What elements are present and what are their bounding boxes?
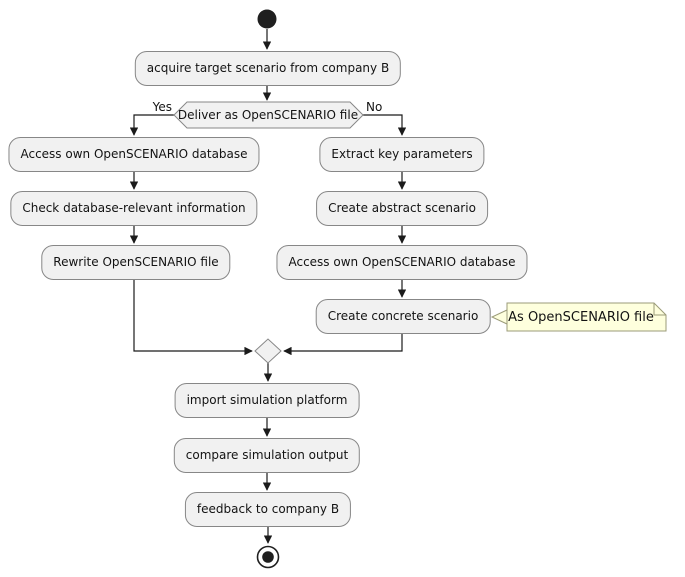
- decision-hexagon: [173, 101, 364, 129]
- activity-import-simulation-platform: import simulation platform: [174, 383, 360, 418]
- edge-right-to-merge: [283, 334, 403, 356]
- activity-acquire-scenario: acquire target scenario from company B: [134, 51, 402, 86]
- merge-diamond: [254, 338, 282, 364]
- activity-feedback-company-b: feedback to company B: [184, 492, 352, 527]
- flow-arrows: [129, 29, 407, 544]
- note-fold: [653, 303, 666, 316]
- activity-create-concrete-scenario: Create concrete scenario: [315, 299, 491, 334]
- start-node-icon: [257, 9, 277, 29]
- activity-access-database-left: Access own OpenSCENARIO database: [8, 137, 260, 172]
- decision-label: Deliver as OpenSCENARIO file: [177, 108, 359, 122]
- branch-label-no: No: [366, 100, 383, 114]
- activity-rewrite-openscenario: Rewrite OpenSCENARIO file: [41, 245, 231, 280]
- note-pointer: [490, 309, 508, 325]
- end-node-icon: [262, 551, 274, 563]
- note-as-openscenario-file: As OpenSCENARIO file: [508, 309, 654, 325]
- activity-access-database-right: Access own OpenSCENARIO database: [276, 245, 528, 280]
- activity-create-abstract-scenario: Create abstract scenario: [316, 191, 488, 226]
- branch-label-yes: Yes: [152, 100, 172, 114]
- edge-decision-no: [363, 114, 407, 136]
- activity-check-database-info: Check database-relevant information: [10, 191, 258, 226]
- edge-decision-yes: [129, 114, 174, 136]
- activity-extract-parameters: Extract key parameters: [319, 137, 485, 172]
- note-body: [506, 302, 667, 332]
- activity-compare-simulation-output: compare simulation output: [173, 438, 361, 473]
- edge-left-to-merge: [133, 279, 253, 356]
